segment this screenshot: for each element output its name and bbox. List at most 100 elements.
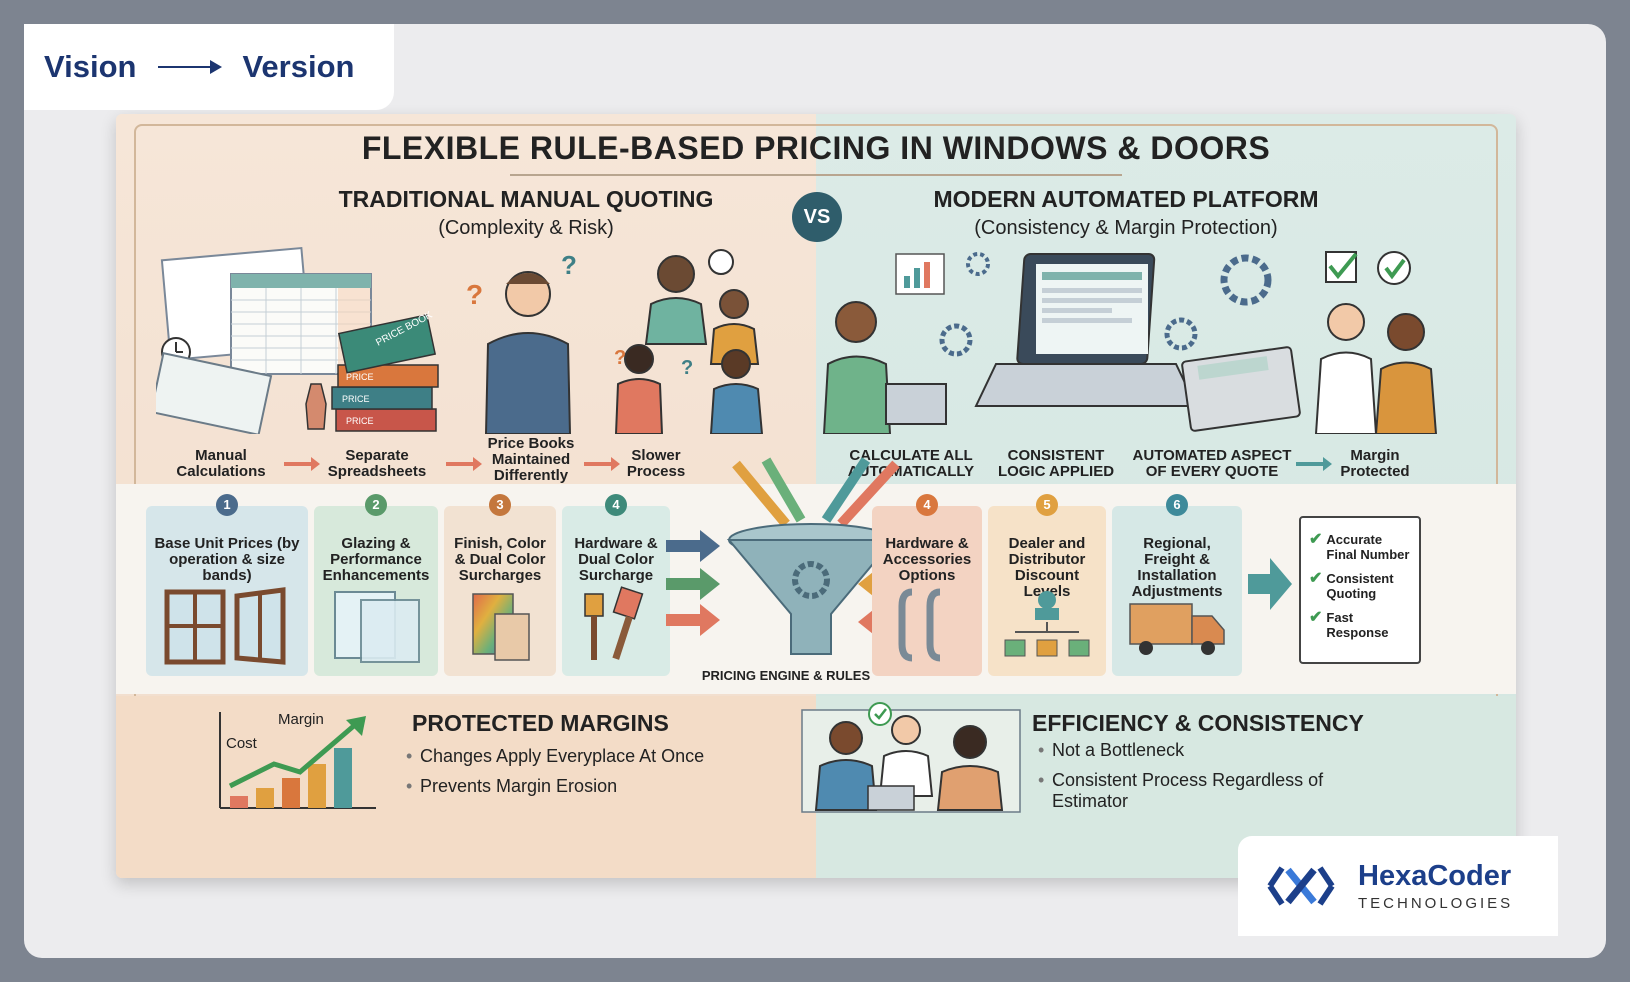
input-arrow-icon <box>821 457 871 523</box>
glass-pane-icon <box>334 591 420 663</box>
svg-text:?: ? <box>614 347 626 369</box>
window-icon <box>164 587 286 665</box>
title-divider <box>510 174 1122 176</box>
step-arrow-icon <box>446 457 482 471</box>
step-number-badge: 4 <box>605 494 627 516</box>
efficiency-heading: EFFICIENCY & CONSISTENCY <box>1032 710 1364 736</box>
input-arrow-icon <box>732 460 790 528</box>
tile-label: Regional, Freight & Installation Adjustm… <box>1131 535 1223 600</box>
book-label: PRICE <box>346 372 374 382</box>
left-input-arrows <box>666 530 720 636</box>
bullet-item: Changes Apply Everyplace At Once <box>406 746 800 767</box>
tile-label: Glazing & Performance Enhancements <box>322 535 430 584</box>
checklist-item: ✔Accurate Final Number <box>1309 531 1410 563</box>
svg-text:?: ? <box>681 357 693 379</box>
right-step-caption: CONSISTENT LOGIC APPLIED <box>997 447 1115 480</box>
rule-tile-hardware-surcharge: 4 Hardware & Dual Color Surcharge <box>562 494 670 676</box>
clock-icon <box>708 249 734 275</box>
logo-name: HexaCoder <box>1358 859 1512 892</box>
tag-vision: Vision <box>44 49 137 84</box>
step-number-badge: 6 <box>1166 494 1188 516</box>
team-icon <box>1314 303 1438 434</box>
hexacoder-logo-icon <box>1267 866 1335 906</box>
check-bubble-icon <box>868 702 892 726</box>
tile-label: Hardware & Accessories Options <box>882 535 972 584</box>
pricing-funnel-icon <box>726 457 900 655</box>
tile-label: Dealer and Distributor Discount Levels <box>1008 535 1086 600</box>
step-number-badge: 5 <box>1036 494 1058 516</box>
output-arrow-icon <box>1248 558 1292 610</box>
step-number-badge: 4 <box>916 494 938 516</box>
paintbrush-icon <box>584 586 644 660</box>
vase-icon <box>305 383 327 430</box>
step-number-badge: 1 <box>216 494 238 516</box>
arrow-right-icon <box>666 604 720 636</box>
pricing-engine-label: PRICING ENGINE & RULES <box>701 668 871 683</box>
svg-text:?: ? <box>466 279 483 310</box>
checkmark-icon: ✔ <box>1309 531 1323 548</box>
arrow-right-icon <box>158 60 223 74</box>
calculator-icon <box>1181 346 1301 432</box>
price-books-icon: PRICE BOOK PRICE PRICE PRICE <box>331 310 439 432</box>
step-arrow-icon <box>1296 457 1332 471</box>
confused-man-icon: ? ? <box>466 250 577 434</box>
infographic-card: FLEXIBLE RULE-BASED PRICING IN WINDOWS &… <box>116 114 1516 878</box>
vision-version-tag: Vision Version <box>24 24 394 110</box>
bullet-item: Not a Bottleneck <box>1038 740 1412 761</box>
company-logo: HexaCoder TECHNOLOGIES <box>1238 836 1558 936</box>
rule-tile-discount-levels: 5 Dealer and Distributor Discount Levels <box>988 494 1106 676</box>
results-checklist: ✔Accurate Final Number ✔Consistent Quoti… <box>1299 516 1421 664</box>
margin-growth-chart-icon: Cost Margin <box>219 711 376 809</box>
step-number-badge: 2 <box>365 494 387 516</box>
left-step-caption: Manual Calculations <box>176 447 266 480</box>
svg-text:?: ? <box>561 250 577 280</box>
left-section-header: TRADITIONAL MANUAL QUOTING (Complexity &… <box>316 186 736 240</box>
bullet-item: Consistent Process Regardless of Estimat… <box>1038 770 1352 812</box>
tile-label: Hardware & Dual Color Surcharge <box>574 535 658 584</box>
protected-margins-heading: PROTECTED MARGINS <box>412 710 669 736</box>
step-number-badge: 3 <box>489 494 511 516</box>
logo-sub: TECHNOLOGIES <box>1358 894 1514 912</box>
rule-tile-finish-color: 3 Finish, Color & Dual Color Surcharges <box>444 494 556 676</box>
page-title: FLEXIBLE RULE-BASED PRICING IN WINDOWS &… <box>361 130 1271 166</box>
input-arrow-icon <box>837 460 900 528</box>
right-step-caption: AUTOMATED ASPECT OF EVERY QUOTE <box>1132 447 1292 480</box>
gear-icon <box>939 252 1272 357</box>
laptop-icon <box>974 253 1198 407</box>
chart-cost-label: Cost <box>226 735 258 752</box>
checklist-item: ✔Consistent Quoting <box>1309 570 1394 602</box>
left-step-caption: Separate Spreadsheets <box>327 447 427 480</box>
step-arrow-icon <box>584 457 620 471</box>
door-handle-icon <box>898 588 941 662</box>
book-label: PRICE <box>342 394 370 404</box>
tile-label: Finish, Color & Dual Color Surcharges <box>454 535 546 584</box>
rule-tile-glazing: 2 Glazing & Performance Enhancements <box>314 494 438 676</box>
rule-tile-base-unit-prices: 1 Base Unit Prices (by operation & size … <box>146 494 308 676</box>
left-step-caption: Slower Process <box>626 447 686 480</box>
rule-tile-regional-adjustments: 6 Regional, Freight & Installation Adjus… <box>1112 494 1242 676</box>
tile-label: Base Unit Prices (by operation & size ba… <box>154 535 300 584</box>
step-arrow-icon <box>284 457 320 471</box>
bullet-item: Prevents Margin Erosion <box>406 776 800 797</box>
team-group-icon: ? ? <box>614 249 764 434</box>
vs-badge: VS <box>792 192 842 242</box>
right-section-heading: MODERN AUTOMATED PLATFORM <box>933 186 1319 212</box>
left-section-sub: (Complexity & Risk) <box>438 217 614 239</box>
rule-tile-hardware-accessories: 4 Hardware & Accessories Options <box>872 494 982 676</box>
woman-with-laptop-icon <box>822 301 947 434</box>
right-step-caption: Margin Protected <box>1340 447 1410 480</box>
manual-quoting-illustration: PRICE BOOK PRICE PRICE PRICE ? ? ? ? <box>156 247 764 434</box>
delivery-truck-icon <box>1129 603 1225 655</box>
input-arrow-icon <box>761 457 806 523</box>
calculation-sheet <box>156 352 273 434</box>
left-step-caption: Price Books Maintained Differently <box>487 435 575 484</box>
checkmark-icon <box>1325 251 1411 285</box>
spreadsheet-icon <box>160 247 372 375</box>
color-swatch-icon <box>472 593 530 661</box>
checkmark-icon: ✔ <box>1309 609 1323 626</box>
left-section-heading: TRADITIONAL MANUAL QUOTING <box>338 186 714 212</box>
right-section-header: MODERN AUTOMATED PLATFORM (Consistency &… <box>896 186 1356 240</box>
book-label: PRICE <box>346 416 374 426</box>
chart-margin-label: Margin <box>278 711 324 728</box>
arrow-right-icon <box>666 530 720 562</box>
